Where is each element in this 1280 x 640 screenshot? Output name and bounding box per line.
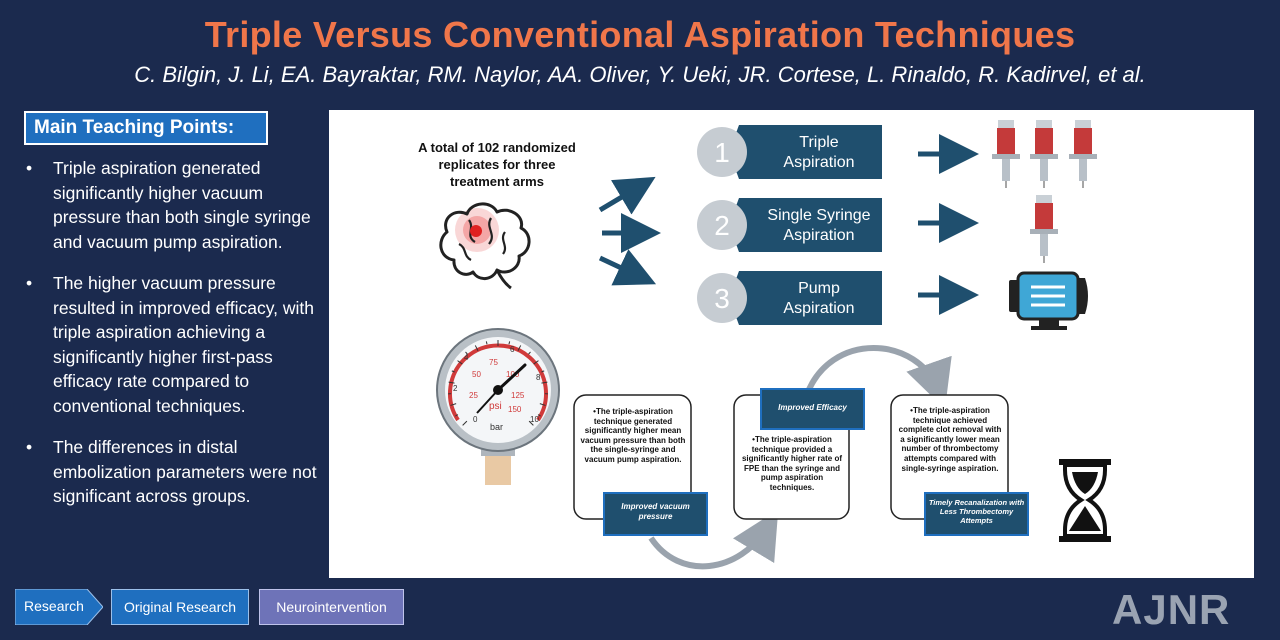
gauge-tick — [537, 414, 541, 417]
gauge-psi-75: 75 — [489, 358, 498, 367]
gauge-bar-0: 0 — [473, 415, 478, 424]
study-text-line-3: treatment arms — [450, 174, 544, 189]
teaching-point-3: The differences in distal embolization p… — [22, 435, 318, 509]
page-title: Triple Versus Conventional Aspiration Te… — [204, 14, 1076, 55]
gauge-bar-8: 8 — [536, 373, 541, 382]
gauge-tick — [450, 403, 457, 406]
gauge-tick — [528, 420, 534, 426]
gauge-bar-2: 2 — [453, 384, 458, 393]
arm-triple-aspiration: 1 Triple Aspiration — [697, 125, 882, 179]
gauge-tick — [533, 360, 539, 365]
hourglass-icon — [1059, 459, 1111, 542]
gauge-psi-150: 150 — [508, 405, 522, 414]
curved-arrow-top — [803, 345, 952, 409]
finding-text-efficacy: •The triple-aspiration technique provide… — [741, 435, 842, 492]
gauge-unit-psi: psi — [489, 401, 502, 412]
arm-single-syringe-aspiration: 2 Single Syringe Aspiration — [697, 198, 882, 252]
gauge-tick — [457, 360, 463, 365]
author-list: C. Bilgin, J. Li, EA. Bayraktar, RM. Nay… — [134, 62, 1146, 87]
gauge-tick — [539, 403, 546, 406]
gauge-psi-25: 25 — [469, 391, 478, 400]
gauge-unit-bar: bar — [490, 422, 503, 432]
arm-number-2: 2 — [714, 210, 730, 241]
arrow-to-arm-1 — [598, 176, 656, 215]
arm-2-label-line-2: Aspiration — [783, 227, 854, 244]
gauge-ticks — [448, 340, 548, 426]
gauge-tick — [455, 414, 459, 417]
gauge-tick — [448, 381, 455, 384]
gauge-bar-4: 4 — [464, 353, 469, 362]
finding-label-recanalization: Timely Recanalization with Less Thrombec… — [928, 498, 1025, 525]
gauge-tick — [465, 351, 468, 355]
finding-label-vacuum-pressure: Improved vacuum pressure — [621, 502, 690, 521]
teaching-points-heading: Main Teaching Points: — [24, 111, 268, 145]
arm-3-label-line-1: Pump — [798, 280, 840, 297]
arm-pump-aspiration: 3 Pump Aspiration — [697, 271, 882, 325]
finding-label-efficacy: Improved Efficacy — [778, 403, 847, 412]
pressure-gauge-icon: 0 2 4 6 8 10 25 50 75 100 125 150 psi ba… — [436, 328, 560, 485]
syringe-icon — [1030, 120, 1058, 188]
teaching-point-1: Triple aspiration generated significantl… — [22, 156, 318, 254]
gauge-tick — [462, 420, 468, 426]
brain-icon — [439, 202, 531, 290]
syringe-icon — [992, 120, 1020, 188]
teaching-points-list: Triple aspiration generated significantl… — [22, 156, 318, 526]
study-text-line-2: replicates for three — [438, 157, 555, 172]
gauge-tick — [541, 381, 548, 384]
gauge-tick — [474, 345, 479, 352]
finding-box-vacuum-pressure: •The triple-aspiration technique generat… — [573, 394, 708, 536]
tag-neurointervention[interactable]: Neurointervention — [259, 589, 404, 625]
vacuum-pump-icon — [1009, 271, 1088, 330]
tag-research-label: Research — [24, 598, 84, 614]
gauge-tick — [528, 351, 531, 355]
gauge-bar-10: 10 — [530, 415, 539, 424]
arm-3-label-line-2: Aspiration — [783, 300, 854, 317]
finding-box-efficacy: Improved Efficacy •The triple-aspiration… — [733, 388, 865, 520]
syringe-icon — [1069, 120, 1097, 188]
graphical-abstract-panel: A total of 102 randomized replicates for… — [329, 110, 1254, 578]
ajnr-logo: AJNR — [1112, 586, 1231, 633]
finding-text-vacuum-pressure: •The triple-aspiration technique generat… — [580, 407, 686, 464]
arm-number-1: 1 — [714, 137, 730, 168]
gauge-bar-6: 6 — [510, 345, 515, 354]
curved-arrow-bottom — [648, 509, 779, 570]
finding-box-recanalization: •The triple-aspiration technique achieve… — [890, 394, 1029, 536]
gauge-tick — [541, 370, 545, 373]
arm-1-label-line-2: Aspiration — [783, 154, 854, 171]
gauge-tick — [508, 341, 511, 345]
arm-number-3: 3 — [714, 283, 730, 314]
abstract-diagram: A total of 102 randomized replicates for… — [418, 120, 1111, 570]
finding-text-recanalization: •The triple-aspiration technique achieve… — [898, 406, 1002, 473]
gauge-psi-125: 125 — [511, 391, 525, 400]
gauge-tick — [517, 345, 522, 352]
syringe-icon — [1030, 195, 1058, 263]
arm-2-label-line-1: Single Syringe — [767, 207, 870, 224]
tag-original-research[interactable]: Original Research — [111, 589, 249, 625]
gauge-tick — [485, 341, 488, 345]
gauge-psi-50: 50 — [472, 370, 481, 379]
teaching-point-2: The higher vacuum pressure resulted in i… — [22, 271, 318, 418]
arrow-to-arm-3 — [598, 249, 657, 286]
study-text-line-1: A total of 102 randomized — [418, 140, 576, 155]
gauge-tick — [451, 370, 455, 373]
arm-1-label-line-1: Triple — [799, 134, 839, 151]
tag-research[interactable]: Research — [15, 589, 103, 625]
